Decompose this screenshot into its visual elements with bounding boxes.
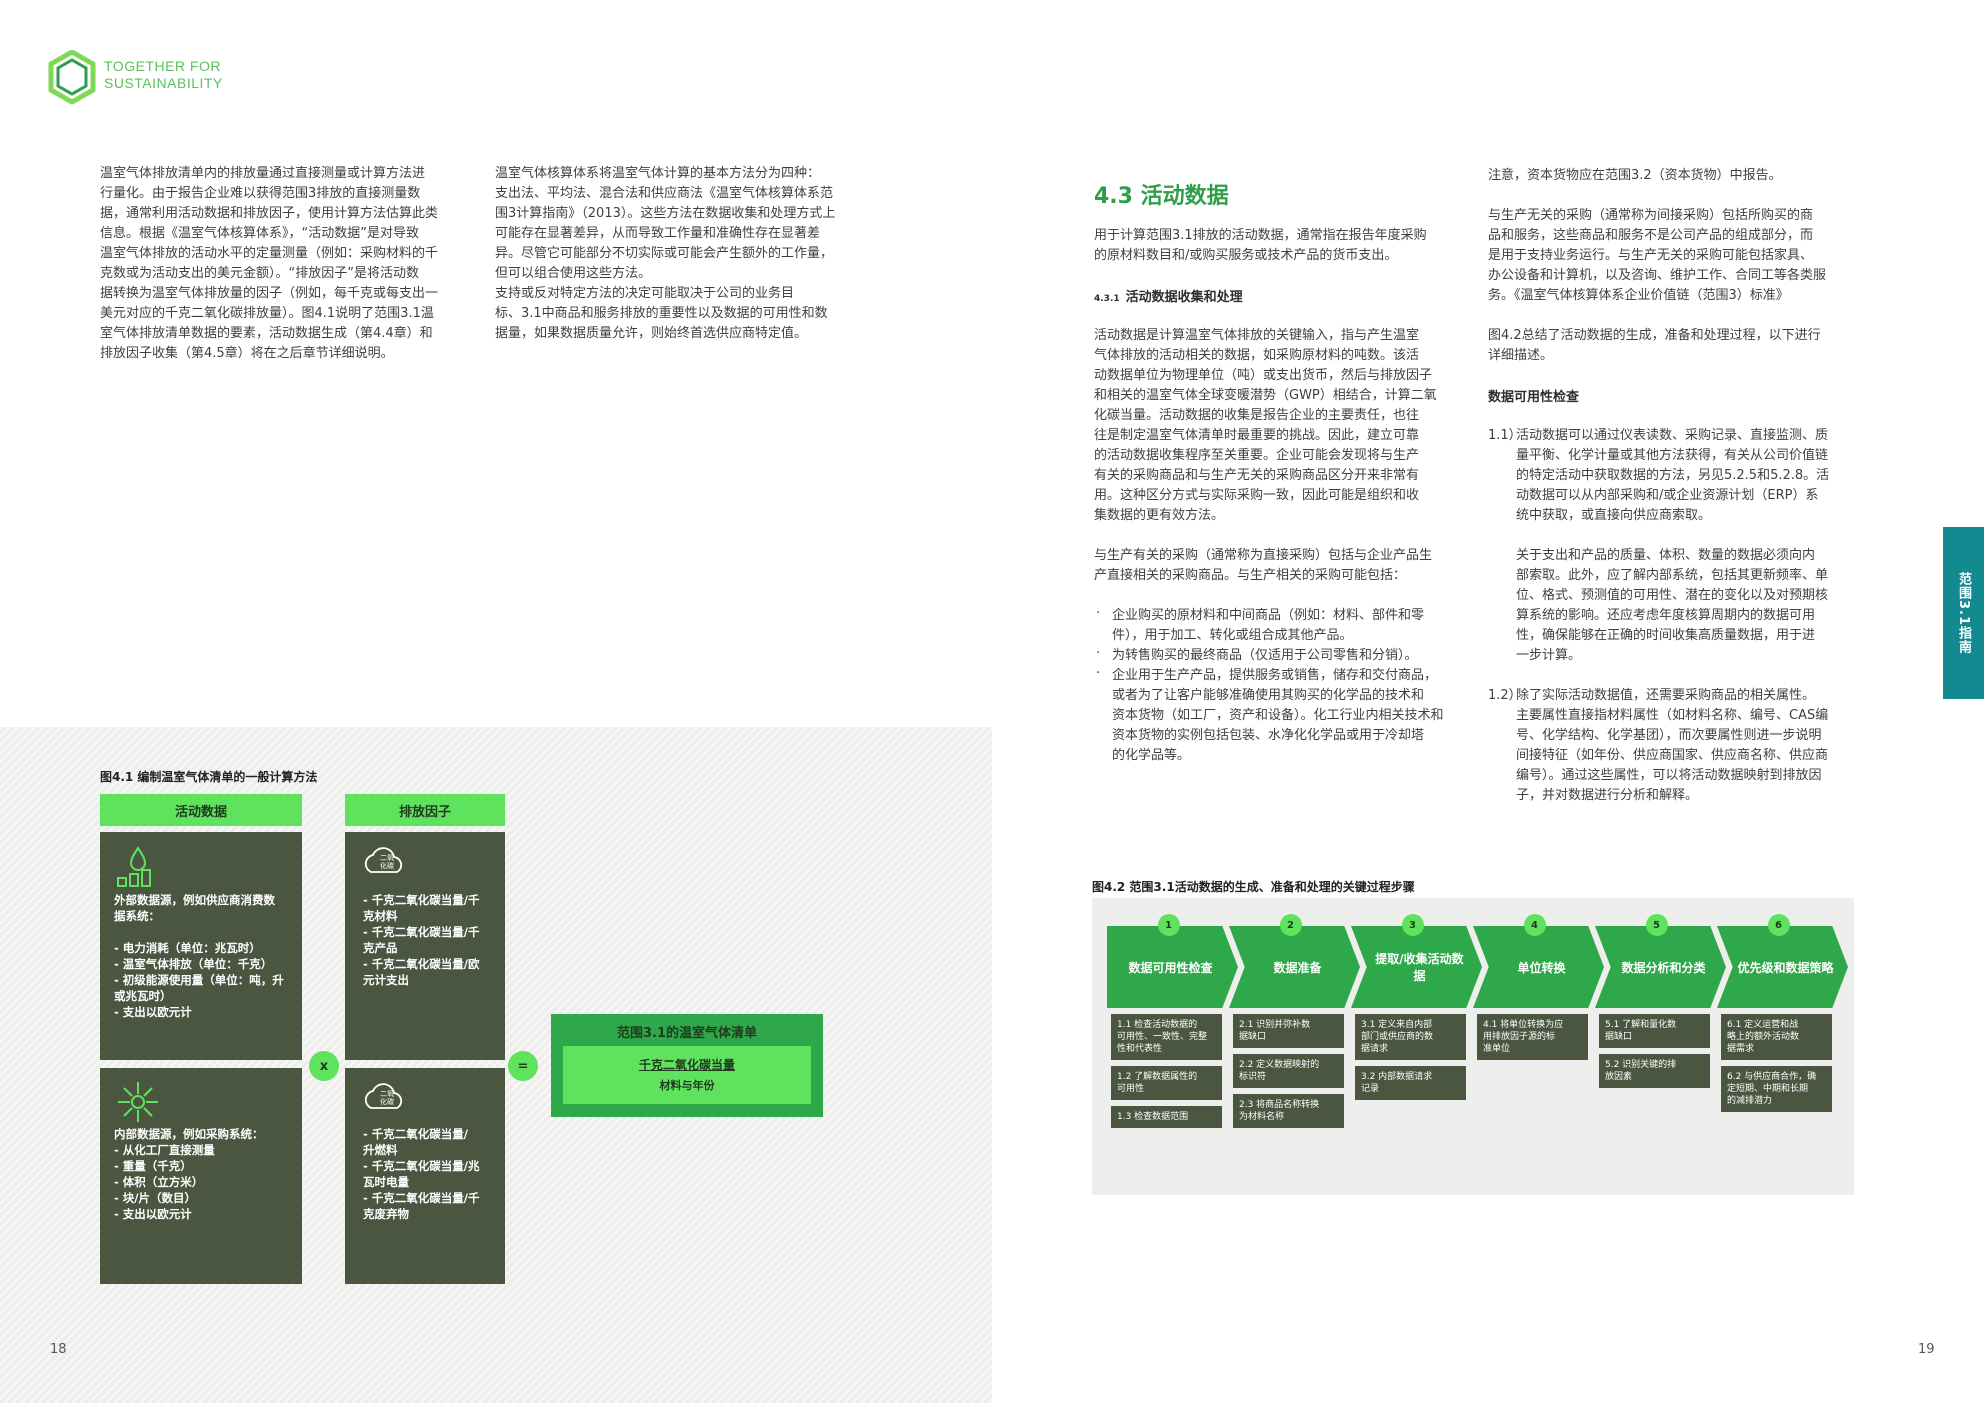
figure-4-2-title: 图4.2 范围3.1活动数据的生成、准备和处理的关键过程步骤	[1092, 880, 1415, 894]
right-col2-p2: 与生产无关的采购（通常称为间接采购）包括所购买的商 品和服务，这些商品和服务不是…	[1488, 208, 1827, 303]
hexagon-logo-icon	[48, 50, 96, 104]
step-title: 数据准备	[1273, 960, 1322, 975]
water-building-icon	[117, 846, 151, 887]
emission-factor-text-1: - 千克二氧化碳当量/千 克材料 - 千克二氧化碳当量/千 克产品 - 千克二氧…	[363, 893, 480, 987]
co2-cloud-icon	[364, 847, 403, 873]
step-title: 单位转换	[1517, 960, 1566, 975]
step-substep: 6.2 与供应商合作，确 定短期、中期和长期 的减排潜力	[1721, 1066, 1832, 1112]
result-line1: 千克二氧化碳当量	[638, 1058, 735, 1072]
step-substep: 2.3 将商品名称转换 为材料名称	[1233, 1094, 1344, 1128]
side-tab-label: 范围3.1指南	[1956, 571, 1971, 655]
bullet-dot-icon: ·	[1096, 606, 1101, 621]
step-number-3: 3	[1401, 914, 1424, 936]
figure-4-1-panel	[0, 727, 992, 1403]
network-hub-icon	[118, 1082, 158, 1122]
step-substep: 2.1 识别并弥补数 据缺口	[1233, 1014, 1344, 1048]
step-number-1: 1	[1157, 914, 1180, 936]
activity-data-label: 活动数据	[100, 794, 302, 826]
item-number-2: 1.2）	[1488, 688, 1522, 703]
bullet-text-1: 企业购买的原材料和中间商品（例如：材料、部件和零 件），用于加工、转化或组合成其…	[1112, 608, 1425, 643]
step-chevron-6: 优先级和数据策略	[1717, 926, 1848, 1008]
figure-4-1-title: 图4.1 编制温室气体清单的一般计算方法	[100, 770, 318, 784]
step-number-4: 4	[1523, 914, 1546, 936]
step-title: 优先级和数据策略	[1737, 960, 1834, 975]
list-item: · 企业用于生产产品，提供服务或销售，储存和交付商品， 或者为了让客户能够准确使…	[1094, 666, 1454, 766]
step-chevron-4: 单位转换	[1473, 926, 1604, 1008]
step-substep: 3.1 定义来自内部 部门或供应商的数 据请求	[1355, 1014, 1466, 1060]
logo-text-line2: SUSTAINABILITY	[104, 75, 223, 91]
step-chevron-3: 提取/收集活动数据	[1351, 926, 1482, 1008]
list-item: · 企业购买的原材料和中间商品（例如：材料、部件和零 件），用于加工、转化或组合…	[1094, 606, 1454, 646]
left-column-1: 温室气体排放清单内的排放量通过直接测量或计算方法进 行量化。由于报告企业难以获得…	[100, 166, 439, 361]
result-inner: 千克二氧化碳当量 材料与年份	[563, 1046, 811, 1104]
result-line2: 材料与年份	[659, 1079, 715, 1092]
result-box: 范围3.1的温室气体清单 千克二氧化碳当量 材料与年份	[551, 1014, 823, 1117]
bullet-dot-icon: ·	[1096, 666, 1101, 681]
item-text-1: 活动数据可以通过仪表读数、采购记录、直接监测、质 量平衡、化学计量或其他方法获得…	[1516, 428, 1830, 663]
step-substep: 5.1 了解和量化数 据缺口	[1599, 1014, 1710, 1048]
page-number-right: 19	[1918, 1342, 1935, 1357]
right-paragraph-2: 与生产有关的采购（通常称为直接采购）包括与企业产品生 产直接相关的采购商品。与生…	[1094, 548, 1433, 583]
equals-operator: =	[508, 1051, 538, 1081]
bullet-text-2: 为转售购买的最终商品（仅适用于公司零售和分销）。	[1112, 648, 1418, 663]
numbered-item-1: 1.1） 活动数据可以通过仪表读数、采购记录、直接监测、质 量平衡、化学计量或其…	[1488, 426, 1848, 666]
process-steps: 1 数据可用性检查 1.1 检查活动数据的 可用性、一致性、完整 性和代表性 1.2 …	[1107, 914, 1848, 1184]
co2-icon-label: 二氧 化碳	[380, 1090, 394, 1106]
external-data-box: 外部数据源，例如供应商消费数 据系统： - 电力消耗（单位：兆瓦时） - 温室气…	[100, 832, 302, 1060]
right-paragraph-1: 活动数据是计算温室气体排放的关键输入，指与产生温室 气体排放的活动相关的数据，如…	[1094, 328, 1437, 523]
emission-factor-text-2: - 千克二氧化碳当量/ 升燃料 - 千克二氧化碳当量/兆 瓦时电量 - 千克二氧…	[363, 1127, 480, 1221]
step-number-2: 2	[1279, 914, 1302, 936]
step-title: 数据分析和分类	[1621, 960, 1706, 975]
side-tab: 范围3.1指南	[1943, 527, 1984, 699]
external-data-text: 外部数据源，例如供应商消费数 据系统： - 电力消耗（单位：兆瓦时） - 温室气…	[114, 893, 284, 1019]
step-title: 数据可用性检查	[1128, 960, 1213, 975]
logo: TOGETHER FOR SUSTAINABILITY	[48, 50, 248, 106]
item-number-1: 1.1）	[1488, 428, 1522, 443]
logo-text-line1: TOGETHER FOR	[104, 58, 221, 74]
step-chevron-5: 数据分析和分类	[1595, 926, 1726, 1008]
step-substep: 1.1 检查活动数据的 可用性、一致性、完整 性和代表性	[1111, 1014, 1222, 1060]
internal-data-box: 内部数据源，例如采购系统： - 从化工厂直接测量 - 重量（千克） - 体积（立…	[100, 1068, 302, 1284]
emission-factor-box-1: 二氧 化碳 - 千克二氧化碳当量/千 克材料 - 千克二氧化碳当量/千 克产品 …	[345, 832, 505, 1060]
numbered-item-2: 1.2） 除了实际活动数据值，还需要采购商品的相关属性。 主要属性直接指材料属性…	[1488, 686, 1848, 806]
step-number-5: 5	[1645, 914, 1668, 936]
co2-icon-label: 二氧 化碳	[380, 854, 394, 870]
result-title: 范围3.1的温室气体清单	[616, 1026, 758, 1041]
section-heading: 4.3 活动数据	[1094, 184, 1229, 209]
bullet-dot-icon: ·	[1096, 646, 1101, 661]
step-substep: 3.2 内部数据请求 记录	[1355, 1066, 1466, 1100]
step-substep: 1.2 了解数据属性的 可用性	[1111, 1066, 1222, 1100]
availability-heading: 数据可用性检查	[1488, 390, 1580, 405]
bullet-text-3: 企业用于生产产品，提供服务或销售，储存和交付商品， 或者为了让客户能够准确使用其…	[1112, 668, 1444, 763]
step-title: 提取/收集活动数据	[1375, 952, 1464, 983]
right-col2-p1: 注意，资本货物应在范围3.2（资本货物）中报告。	[1488, 168, 1782, 183]
right-col2-p3: 图4.2总结了活动数据的生成，准备和处理过程，以下进行 详细描述。	[1488, 328, 1821, 363]
step-substep: 5.2 识别关键的排 放因素	[1599, 1054, 1710, 1088]
multiply-operator: x	[309, 1051, 339, 1081]
page-number-left: 18	[50, 1342, 67, 1357]
emission-factor-label: 排放因子	[345, 794, 505, 826]
step-number-6: 6	[1767, 914, 1790, 936]
subsection-heading: 4.3.1 活动数据收集和处理	[1094, 286, 1243, 305]
internal-data-text: 内部数据源，例如采购系统： - 从化工厂直接测量 - 重量（千克） - 体积（立…	[114, 1127, 264, 1221]
step-chevron-2: 数据准备	[1229, 926, 1360, 1008]
step-substep: 4.1 将单位转换为应 用排放因子源的标 准单位	[1477, 1014, 1588, 1060]
co2-cloud-icon	[364, 1083, 403, 1109]
section-intro: 用于计算范围3.1排放的活动数据，通常指在报告年度采购 的原材料数目和/或购买服…	[1094, 228, 1427, 263]
step-substep: 2.2 定义数据映射的 标识符	[1233, 1054, 1344, 1088]
subsection-title: 活动数据收集和处理	[1125, 290, 1243, 305]
step-substep: 1.3 检查数据范围	[1111, 1106, 1222, 1128]
emission-factor-box-2: 二氧 化碳 - 千克二氧化碳当量/ 升燃料 - 千克二氧化碳当量/兆 瓦时电量 …	[345, 1068, 505, 1284]
list-item: · 为转售购买的最终商品（仅适用于公司零售和分销）。	[1094, 646, 1454, 666]
step-substep: 6.1 定义运营和战 略上的额外活动数 据需求	[1721, 1014, 1832, 1060]
bullet-list: · 企业购买的原材料和中间商品（例如：材料、部件和零 件），用于加工、转化或组合…	[1094, 606, 1454, 766]
step-chevron-1: 数据可用性检查	[1107, 926, 1238, 1008]
left-column-2: 温室气体核算体系将温室气体计算的基本方法分为四种： 支出法、平均法、混合法和供应…	[495, 166, 836, 341]
subsection-number: 4.3.1	[1094, 294, 1120, 304]
item-text-2: 除了实际活动数据值，还需要采购商品的相关属性。 主要属性直接指材料属性（如材料名…	[1516, 688, 1829, 803]
